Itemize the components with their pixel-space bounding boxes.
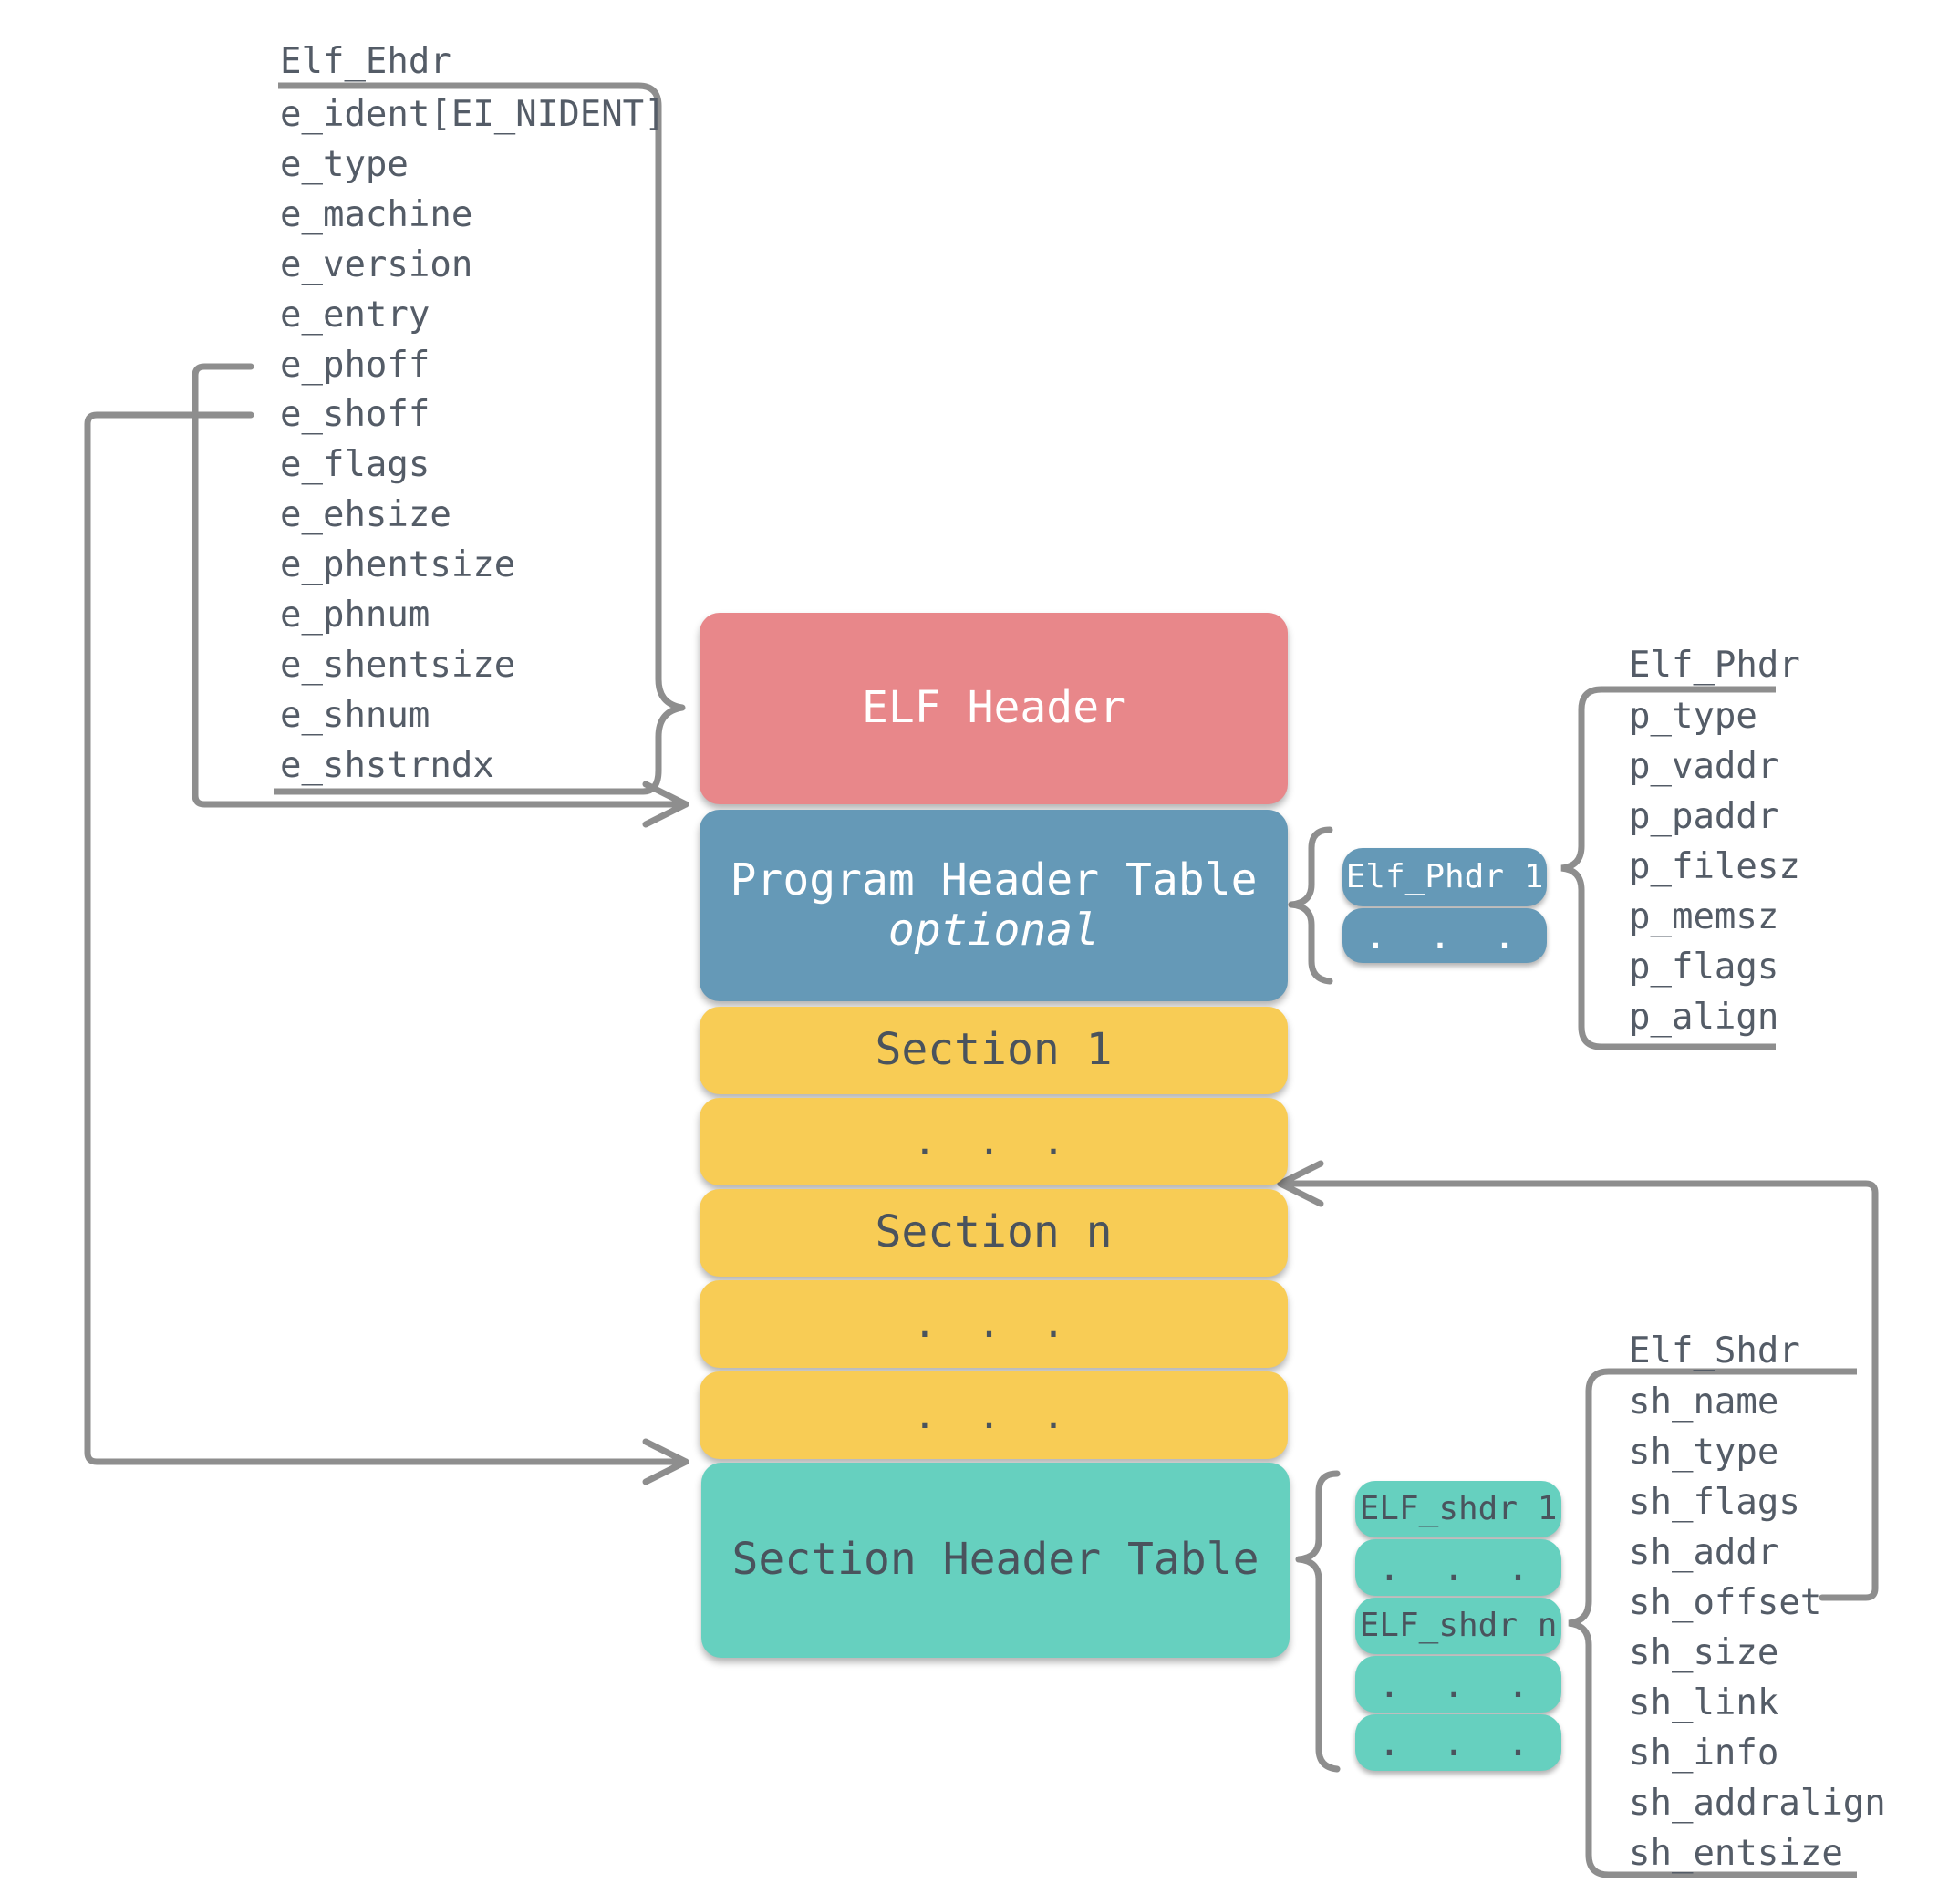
program-header-table-note: optional: [887, 905, 1100, 956]
shdr-entry-label: ELF_shdr 1: [1359, 1490, 1558, 1527]
phdr-entry: . . .: [1342, 908, 1547, 963]
shdr-field: sh_entsize: [1629, 1833, 1843, 1874]
phdr-struct-bracket: [1560, 686, 1776, 1050]
sht-entries-brace: [1295, 1470, 1341, 1773]
phoff-arrowhead: [642, 781, 689, 828]
shoffset-arrowhead: [1277, 1160, 1324, 1207]
phdr-field: p_align: [1629, 997, 1779, 1038]
phdr-field: p_type: [1629, 696, 1757, 737]
section-header-table-label: Section Header Table: [731, 1534, 1259, 1586]
phdr-entry-label: . . .: [1363, 913, 1526, 957]
program-header-table-block: Program Header Table optional: [700, 810, 1288, 1001]
shdr-entry: . . .: [1355, 1539, 1561, 1596]
section-block: . . .: [700, 1098, 1288, 1185]
elf-header-block: ELF Header: [700, 613, 1288, 804]
ehdr-field: e_ehsize: [280, 494, 451, 535]
shdr-entry-label: . . .: [1377, 1661, 1539, 1706]
program-header-table-label: Program Header Table: [730, 854, 1258, 905]
phdr-title: Elf_Phdr: [1629, 645, 1800, 686]
section-label: . . .: [913, 1392, 1074, 1437]
ehdr-field: e_type: [280, 144, 409, 185]
ehdr-field: e_shstrndx: [280, 745, 494, 786]
phdr-entry-label: Elf_Phdr 1: [1345, 858, 1544, 895]
shdr-title: Elf_Shdr: [1629, 1330, 1800, 1371]
ehdr-field: e_entry: [280, 295, 430, 336]
section-block: Section n: [700, 1189, 1288, 1277]
ehdr-field-shoff: e_shoff: [280, 394, 430, 435]
section-block: . . .: [700, 1371, 1288, 1459]
shdr-field: sh_addralign: [1629, 1783, 1886, 1824]
phdr-field: p_paddr: [1629, 796, 1779, 837]
ehdr-brace: [635, 82, 686, 795]
phdr-field: p_vaddr: [1629, 746, 1779, 787]
shdr-field-offset: sh_offset: [1629, 1582, 1822, 1623]
shdr-entry: . . .: [1355, 1656, 1561, 1713]
section-header-table-block: Section Header Table: [701, 1463, 1290, 1658]
shdr-field: sh_info: [1629, 1733, 1779, 1774]
section-block: Section 1: [700, 1007, 1288, 1094]
shdr-field: sh_name: [1629, 1381, 1779, 1423]
shdr-field: sh_addr: [1629, 1532, 1779, 1573]
shoffset-arrow-line: [1277, 1180, 1879, 1601]
shdr-entry: ELF_shdr n: [1355, 1598, 1561, 1654]
shdr-entry-label: . . .: [1377, 1545, 1539, 1589]
shoff-arrow-line: [84, 411, 689, 1465]
section-label: Section 1: [875, 1024, 1113, 1076]
ehdr-field: e_version: [280, 244, 473, 285]
ehdr-field: e_flags: [280, 444, 430, 485]
ehdr-field: e_shnum: [280, 695, 430, 736]
phoff-arrow-line: [192, 363, 689, 808]
elf-header-label: ELF Header: [862, 682, 1125, 734]
ehdr-field: e_ident[EI_NIDENT]: [280, 94, 666, 135]
shdr-entry-label: . . .: [1377, 1720, 1539, 1764]
shdr-field: sh_size: [1629, 1632, 1779, 1673]
ehdr-field-phoff: e_phoff: [280, 345, 430, 386]
shdr-entry: . . .: [1355, 1714, 1561, 1771]
ehdr-field: e_machine: [280, 194, 473, 235]
shdr-entry-label: ELF_shdr n: [1359, 1607, 1558, 1644]
section-block: . . .: [700, 1280, 1288, 1368]
shoff-arrowhead: [642, 1438, 689, 1485]
pht-entries-brace: [1288, 826, 1333, 985]
section-label: . . .: [913, 1119, 1074, 1164]
phdr-field: p_flags: [1629, 947, 1779, 988]
ehdr-field: e_shentsize: [280, 645, 516, 686]
ehdr-field: e_phnum: [280, 595, 430, 636]
shdr-entry: ELF_shdr 1: [1355, 1481, 1561, 1537]
phdr-field: p_filesz: [1629, 846, 1800, 887]
phdr-entry: Elf_Phdr 1: [1342, 848, 1547, 906]
ehdr-title: Elf_Ehdr: [280, 41, 451, 82]
section-label: Section n: [875, 1206, 1113, 1258]
shdr-field: sh_flags: [1629, 1482, 1800, 1523]
shdr-field: sh_type: [1629, 1432, 1779, 1473]
shdr-field: sh_link: [1629, 1682, 1779, 1723]
phdr-field: p_memsz: [1629, 896, 1779, 937]
section-label: . . .: [913, 1301, 1074, 1346]
shdr-struct-bracket: [1568, 1368, 1857, 1878]
ehdr-field: e_phentsize: [280, 544, 516, 585]
